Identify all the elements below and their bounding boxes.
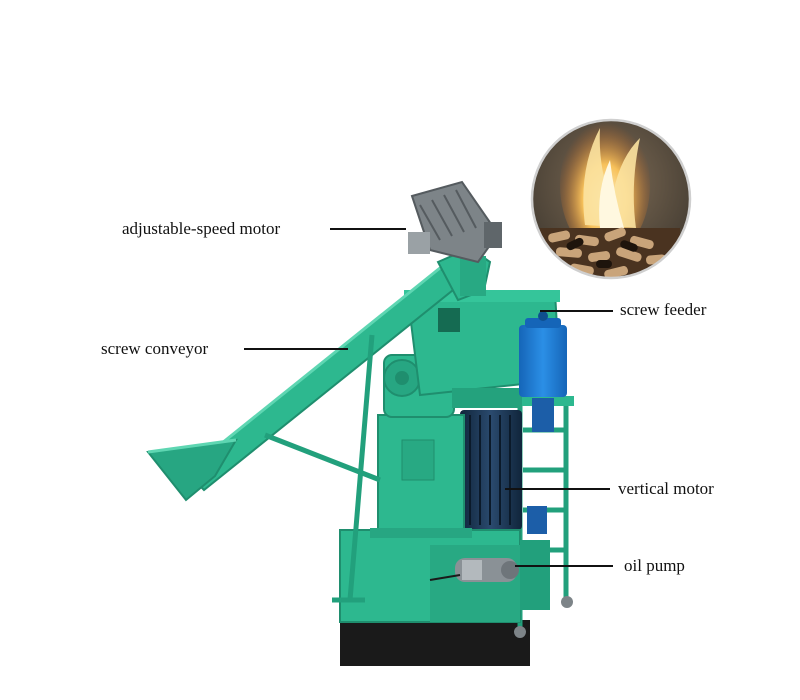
label-adjustable-speed-motor: adjustable-speed motor	[122, 219, 281, 238]
leader-lines	[244, 228, 613, 567]
oil-pump-body	[429, 558, 519, 582]
pellet-mill-machine	[146, 180, 574, 666]
label-screw-feeder: screw feeder	[620, 300, 707, 319]
machine-base	[340, 620, 530, 666]
burning-pellets-photo	[530, 118, 692, 280]
adjustable-speed-motor-body	[408, 180, 502, 264]
blue-oil-tank	[519, 311, 567, 432]
screw-conveyor-body	[146, 246, 492, 603]
vertical-motor-body	[460, 410, 547, 534]
label-oil-pump: oil pump	[624, 556, 685, 575]
label-vertical-motor: vertical motor	[618, 479, 714, 498]
label-screw-conveyor: screw conveyor	[101, 339, 209, 358]
